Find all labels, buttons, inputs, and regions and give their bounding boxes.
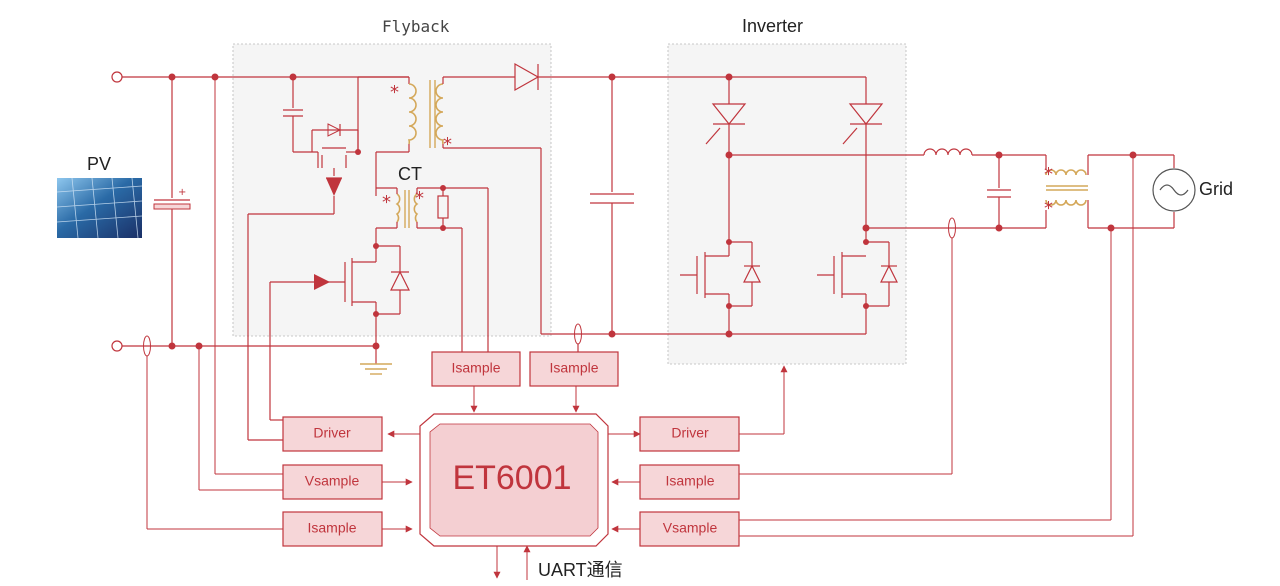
inverter-label: Inverter bbox=[742, 16, 803, 36]
flyback-secondary bbox=[442, 62, 866, 352]
svg-text:Isample: Isample bbox=[665, 473, 714, 489]
ct-label: CT bbox=[398, 164, 422, 184]
sampling-wires bbox=[143, 77, 1134, 580]
isample-block-left: Isample bbox=[282, 511, 383, 547]
grid-ac-source-icon bbox=[1152, 168, 1196, 212]
isample-block-right: Isample bbox=[639, 464, 740, 500]
vsample-block-left: Vsample bbox=[282, 464, 383, 500]
pv-positive-terminal bbox=[111, 71, 123, 83]
et6001-controller bbox=[419, 413, 609, 547]
output-filter bbox=[729, 148, 1175, 239]
svg-text:Driver: Driver bbox=[313, 425, 351, 441]
driver-block-right: Driver bbox=[639, 416, 740, 452]
svg-text:Vsample: Vsample bbox=[305, 473, 360, 489]
uart-label: UART通信 bbox=[538, 560, 623, 580]
svg-text:Isample: Isample bbox=[307, 520, 356, 536]
svg-text:+: + bbox=[178, 187, 186, 198]
svg-text:Driver: Driver bbox=[671, 425, 709, 441]
pv-negative-terminal bbox=[111, 340, 123, 352]
driver-block-left: Driver bbox=[282, 416, 383, 452]
flyback-primary bbox=[247, 76, 410, 441]
flyback-secondary-star: * bbox=[443, 134, 452, 155]
flyback-primary-star: * bbox=[390, 82, 399, 103]
current-transformer bbox=[376, 185, 489, 352]
flyback-transformer bbox=[407, 80, 445, 148]
isample-block-top-left: Isample bbox=[431, 351, 521, 387]
vsample-block-right: Vsample bbox=[639, 511, 740, 547]
svg-text:Isample: Isample bbox=[549, 360, 598, 376]
svg-text:Vsample: Vsample bbox=[663, 520, 718, 536]
isample-block-top-right: Isample bbox=[529, 351, 619, 387]
inverter-bridge bbox=[680, 73, 898, 338]
ct-star-left: * bbox=[382, 192, 391, 213]
svg-text:Isample: Isample bbox=[451, 360, 500, 376]
flyback-main-switch bbox=[269, 228, 410, 421]
grid-label: Grid bbox=[1199, 179, 1233, 199]
flyback-label: Flyback bbox=[382, 17, 450, 36]
ct-star-right: * bbox=[415, 188, 424, 209]
pv-panel-image bbox=[56, 177, 143, 239]
chip-label: ET6001 bbox=[452, 459, 571, 497]
inverter-region bbox=[667, 43, 907, 365]
pv-label: PV bbox=[87, 154, 111, 174]
output-transformer-star-bottom: * bbox=[1044, 198, 1053, 219]
ground-symbol bbox=[360, 346, 392, 375]
output-transformer-star-top: * bbox=[1044, 164, 1053, 185]
